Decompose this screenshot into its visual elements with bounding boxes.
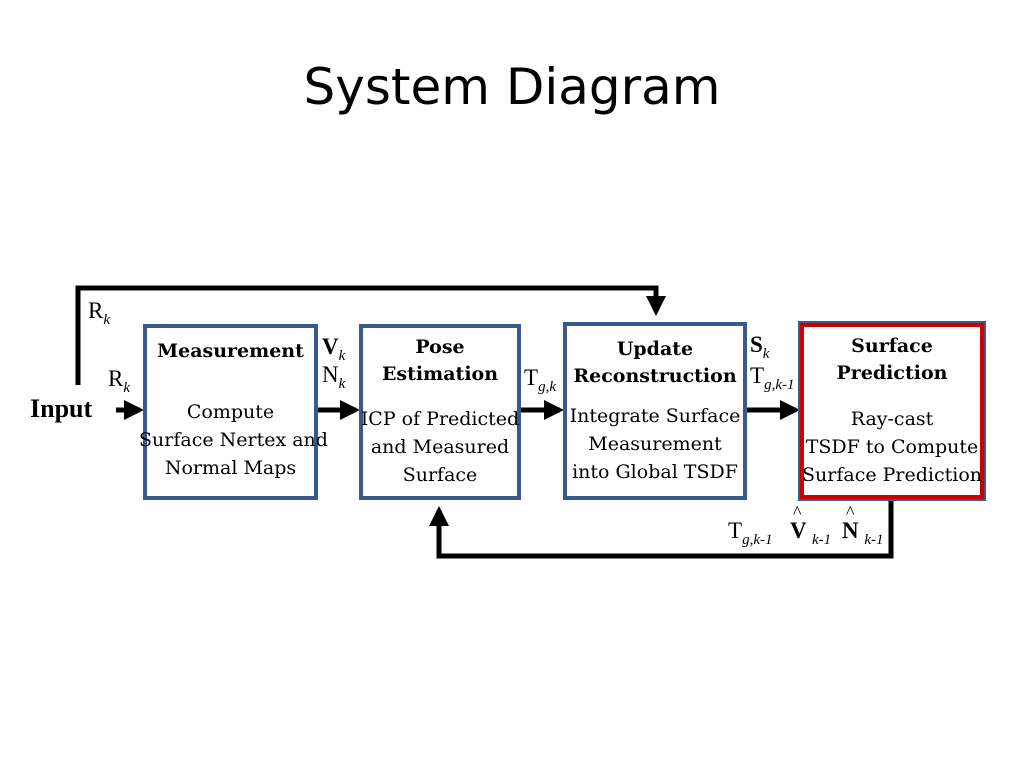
s-label: Sk [750, 332, 770, 362]
update-reconstruction-box: Update Reconstruction Integrate Surface … [563, 322, 747, 500]
page-title: System Diagram [303, 58, 721, 116]
pose-estimation-body: ICP of Predicted and Measured Surface [360, 408, 520, 486]
top-bypass-arrow [75, 285, 666, 385]
surface-prediction-title: Surface Prediction [836, 335, 948, 384]
update-reconstruction-body: Integrate Surface Measurement into Globa… [569, 405, 741, 483]
feedback-arrow [429, 498, 894, 559]
t-feedback-label: Tg,k-1 [728, 518, 773, 548]
t-update-label: Tg,k-1 [750, 363, 795, 393]
update-reconstruction-title: Update Reconstruction [573, 338, 737, 387]
v-hat-label: V ^ k-1 [790, 502, 832, 548]
surface-prediction-body: Ray-cast TSDF to Compute Surface Predict… [802, 408, 982, 486]
n-hat-label: N ^ k-1 [842, 502, 884, 548]
measurement-box: Measurement Compute Surface Nertex and N… [139, 324, 328, 500]
measurement-body: Compute Surface Nertex and Normal Maps [139, 401, 328, 479]
pose-estimation-box: Pose Estimation ICP of Predicted and Mea… [359, 324, 521, 500]
t-pose-label: Tg,k [524, 365, 556, 395]
r-input-label: Rk [108, 366, 131, 396]
surface-prediction-box: Surface Prediction Ray-cast TSDF to Comp… [798, 321, 986, 501]
v-label: Vk [322, 334, 346, 364]
measurement-title: Measurement [157, 340, 304, 362]
pose-estimation-title: Pose Estimation [381, 336, 499, 385]
n-label: Nk [322, 362, 346, 392]
input-label: Input [30, 394, 93, 423]
r-top-label: Rk [88, 298, 111, 328]
